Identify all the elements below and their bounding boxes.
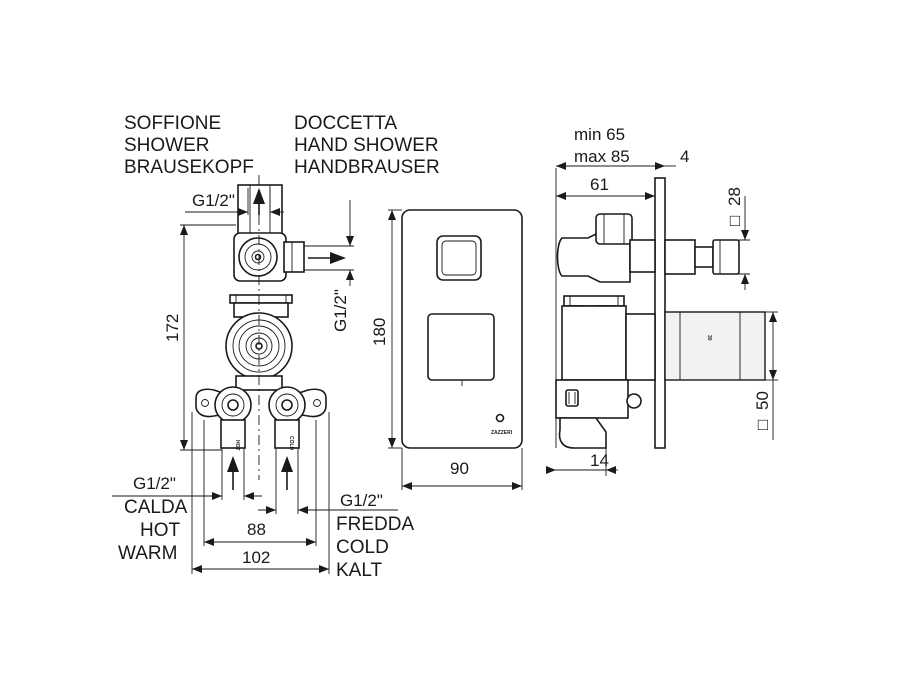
thread-top-label: G1/2": [192, 191, 235, 210]
svg-text:SOFFIONE: SOFFIONE: [124, 113, 221, 134]
dim-body-height: 172: [163, 314, 182, 342]
svg-text:HAND SHOWER: HAND SHOWER: [294, 135, 439, 156]
handle-mark: 30: [706, 335, 712, 341]
hot-inlet-label: CALDA HOT WARM: [118, 497, 188, 564]
svg-text:SHOWER: SHOWER: [124, 135, 210, 156]
side-view-depth-label: min 65 max 85: [574, 125, 630, 166]
thread-hot-label: G1/2": [133, 474, 176, 493]
svg-text:□: □: [725, 216, 744, 226]
svg-text:CALDA: CALDA: [124, 497, 188, 518]
dim-square-28: □ 28: [725, 187, 744, 226]
dim-plate-thickness: 4: [680, 147, 689, 166]
side-view-valve: 30: [555, 177, 766, 449]
svg-text:□: □: [753, 420, 772, 430]
svg-text:min 65: min 65: [574, 125, 625, 144]
svg-text:28: 28: [725, 187, 744, 206]
thread-side-label: G1/2": [331, 289, 350, 332]
dim-inlet-spacing: 88: [247, 520, 266, 539]
dim-square-50: □ 50: [753, 391, 772, 430]
svg-text:WARM: WARM: [118, 543, 177, 564]
svg-text:KALT: KALT: [336, 560, 383, 581]
svg-text:DOCCETTA: DOCCETTA: [294, 113, 397, 134]
front-plate: ZAZZERI: [401, 209, 523, 449]
cold-inlet-tag: COLD: [288, 436, 294, 451]
svg-text:max 85: max 85: [574, 147, 630, 166]
svg-text:BRAUSEKOPF: BRAUSEKOPF: [124, 157, 254, 178]
cold-inlet-label: FREDDA COLD KALT: [336, 514, 414, 581]
hand-shower-outlet-label: DOCCETTA HAND SHOWER HANDBRAUSER: [294, 113, 440, 178]
thread-cold-label: G1/2": [340, 491, 383, 510]
dim-bracket-width: 102: [242, 548, 270, 567]
front-view-valve-body: HOT COLD: [195, 175, 327, 480]
svg-text:HOT: HOT: [140, 520, 181, 541]
hot-inlet-tag: HOT: [234, 440, 240, 451]
brand-logo-text: ZAZZERI: [491, 430, 513, 436]
dim-offset-14: 14: [590, 451, 609, 470]
svg-text:FREDDA: FREDDA: [336, 514, 414, 535]
svg-text:COLD: COLD: [336, 537, 389, 558]
flow-arrows: [227, 188, 346, 490]
dim-plate-width: 90: [450, 459, 469, 478]
svg-text:50: 50: [753, 391, 772, 410]
shower-outlet-label: SOFFIONE SHOWER BRAUSEKOPF: [124, 113, 254, 178]
svg-text:HANDBRAUSER: HANDBRAUSER: [294, 157, 440, 178]
dim-plate-height: 180: [370, 318, 389, 346]
dim-spout-depth: 61: [590, 175, 609, 194]
